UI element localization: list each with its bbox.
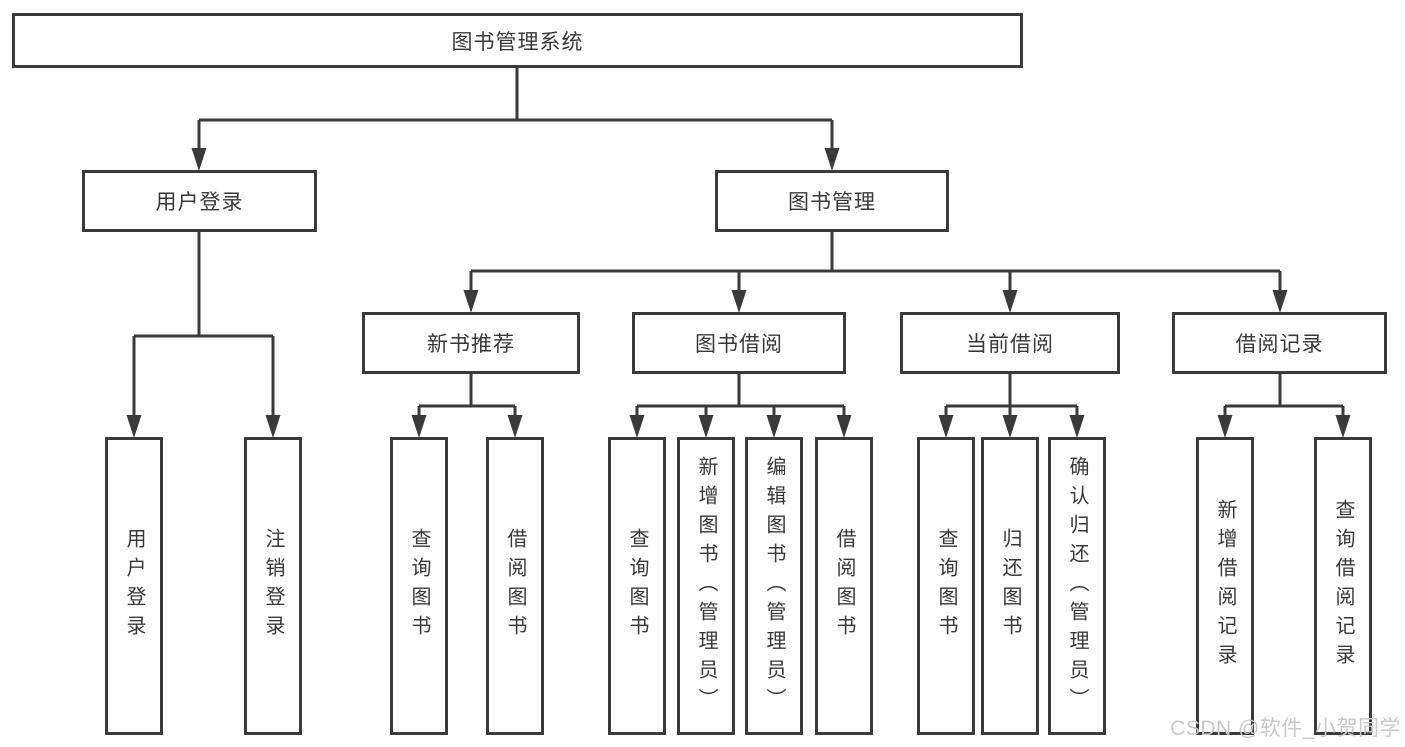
node-book-mgmt: 图书管理 <box>715 170 949 232</box>
node-leaf-cb-query: 查询图书 <box>917 437 975 735</box>
node-leaf-br-add-label: 新增借阅记录 <box>1214 499 1236 673</box>
node-leaf-bb-borrow: 借阅图书 <box>815 437 873 735</box>
connector-lines <box>132 68 1345 433</box>
node-leaf-cb-query-label: 查询图书 <box>935 528 957 644</box>
node-leaf-br-add: 新增借阅记录 <box>1196 437 1254 735</box>
arrowhead <box>824 148 840 171</box>
connector-book-borrow-to-leaves <box>635 374 846 433</box>
connector-book-mgmt-to-level3 <box>469 232 1282 308</box>
node-leaf-user-login-label: 用户登录 <box>123 528 145 644</box>
arrowhead <box>265 415 281 438</box>
node-user-login-label: 用户登录 <box>155 191 244 214</box>
arrowhead <box>1002 290 1018 313</box>
arrowhead <box>191 148 207 171</box>
node-leaf-bb-edit-label: 编辑图书（管理员） <box>763 455 785 717</box>
node-leaf-bb-edit: 编辑图书（管理员） <box>745 437 803 735</box>
connector-root-to-level2 <box>197 68 834 166</box>
node-current-borrow-label: 当前借阅 <box>966 333 1054 356</box>
arrowhead <box>126 415 142 438</box>
node-root-label: 图书管理系统 <box>451 30 584 54</box>
arrowheads <box>126 148 1351 438</box>
arrowhead <box>938 415 954 438</box>
connector-new-book-rec-to-leaves <box>417 374 517 433</box>
node-leaf-logout-label: 注销登录 <box>262 528 284 644</box>
node-new-book-rec: 新书推荐 <box>362 312 580 374</box>
arrowhead <box>731 290 747 313</box>
arrowhead <box>698 415 714 438</box>
node-current-borrow: 当前借阅 <box>900 312 1120 374</box>
node-root: 图书管理系统 <box>12 13 1023 68</box>
arrowhead <box>1069 415 1085 438</box>
arrowhead <box>411 415 427 438</box>
node-leaf-nb-borrow-label: 借阅图书 <box>504 528 526 644</box>
node-book-borrow: 图书借阅 <box>632 312 846 374</box>
node-book-mgmt-label: 图书管理 <box>788 191 876 214</box>
arrowhead <box>629 415 645 438</box>
node-leaf-bb-borrow-label: 借阅图书 <box>833 528 855 644</box>
arrowhead <box>463 290 479 313</box>
node-borrow-record: 借阅记录 <box>1172 312 1387 374</box>
arrowhead <box>1272 290 1288 313</box>
arrowhead <box>766 415 782 438</box>
node-leaf-nb-query: 查询图书 <box>390 437 448 735</box>
connector-user-login-to-leaves <box>132 232 275 433</box>
arrowhead <box>507 415 523 438</box>
node-leaf-bb-add: 新增图书（管理员） <box>677 437 735 735</box>
arrowhead <box>1217 415 1233 438</box>
node-leaf-bb-query: 查询图书 <box>608 437 666 735</box>
arrowhead <box>1335 415 1351 438</box>
node-leaf-br-query-label: 查询借阅记录 <box>1332 499 1354 673</box>
node-leaf-br-query: 查询借阅记录 <box>1314 437 1372 735</box>
csdn-watermark: CSDN @软件_小贺同学 <box>1170 717 1401 740</box>
arrowhead <box>1002 415 1018 438</box>
node-leaf-logout: 注销登录 <box>244 437 302 735</box>
node-leaf-bb-query-label: 查询图书 <box>626 528 648 644</box>
node-leaf-bb-add-label: 新增图书（管理员） <box>695 455 717 717</box>
node-new-book-rec-label: 新书推荐 <box>427 333 515 356</box>
node-leaf-cb-confirm-label: 确认归还（管理员） <box>1066 455 1088 717</box>
node-leaf-user-login: 用户登录 <box>105 437 163 735</box>
node-user-login: 用户登录 <box>82 170 317 232</box>
node-leaf-cb-return-label: 归还图书 <box>999 528 1021 644</box>
node-leaf-nb-borrow: 借阅图书 <box>486 437 544 735</box>
node-leaf-nb-query-label: 查询图书 <box>408 528 430 644</box>
node-borrow-record-label: 借阅记录 <box>1235 333 1324 356</box>
node-leaf-cb-return: 归还图书 <box>981 437 1039 735</box>
connector-borrow-record-to-leaves <box>1223 374 1345 433</box>
node-leaf-cb-confirm: 确认归还（管理员） <box>1048 437 1106 735</box>
arrowhead <box>836 415 852 438</box>
node-book-borrow-label: 图书借阅 <box>695 333 783 356</box>
